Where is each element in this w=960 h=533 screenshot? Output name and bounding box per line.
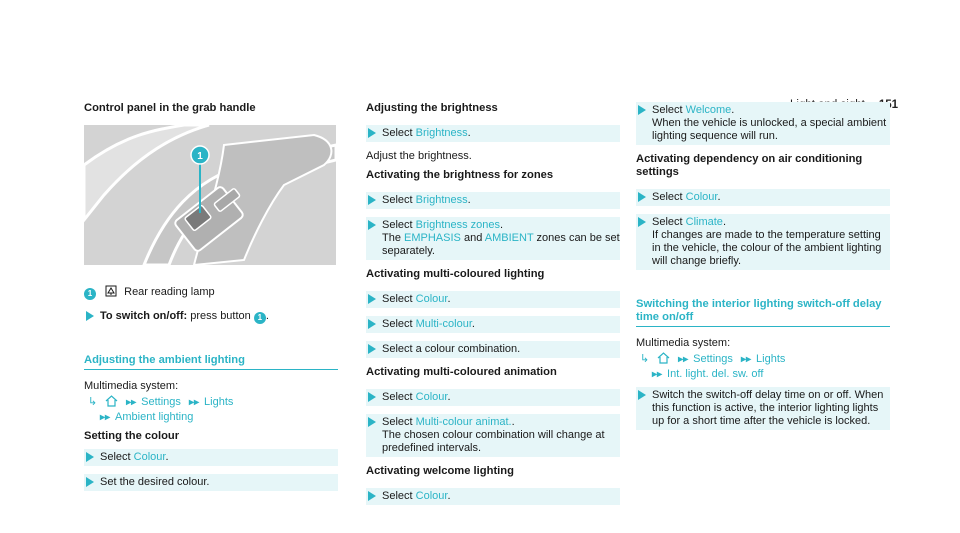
home-icon xyxy=(657,352,670,364)
zones-heading: Activating the brightness for zones xyxy=(366,169,554,181)
step-select-brightness-2: Select Brightness. xyxy=(366,192,620,209)
animation-heading: Activating multi-coloured animation xyxy=(366,366,557,378)
step-select-brightness: Select Brightness. xyxy=(366,125,620,142)
step-set-colour: Set the desired colour. xyxy=(84,474,338,491)
brightness-heading: Adjusting the brightness xyxy=(366,102,498,114)
path-arrow-icon: ▸▸ xyxy=(652,369,663,380)
step-select-climate: Select Climate. If changes are made to t… xyxy=(636,214,890,270)
step-select-welcome: Select Welcome. When the vehicle is unlo… xyxy=(636,102,890,145)
ac-dependency-heading: Activating dependency on air conditionin… xyxy=(636,153,863,178)
column-3: Select Welcome. When the vehicle is unlo… xyxy=(636,96,890,438)
menu-path-delay: Multimedia system: ↳ ▸▸Settings ▸▸Lights… xyxy=(636,337,786,380)
column-2: Adjusting the brightness Select Brightne… xyxy=(366,96,620,513)
ambient-lighting-heading: Adjusting the ambient lighting xyxy=(84,354,338,370)
step-select-brightness-zones: Select Brightness zones. The EMPHASIS an… xyxy=(366,217,620,260)
step-arrow-icon xyxy=(86,311,94,321)
hook-arrow-icon: ↳ xyxy=(88,396,98,408)
illustration-badge: 1 xyxy=(197,151,203,162)
step-select-colour: Select Colour. xyxy=(366,291,620,308)
step-select-multi-colour: Select Multi-colour. xyxy=(366,316,620,333)
path-arrow-icon: ▸▸ xyxy=(126,397,137,408)
step-switch-delay: Switch the switch-off delay time on or o… xyxy=(636,387,890,430)
step-switch-on-off: To switch on/off: press button 1. xyxy=(84,308,338,326)
multi-coloured-heading: Activating multi-coloured lighting xyxy=(366,268,545,280)
column-1: Control panel in the grab handle 1 1 Rea… xyxy=(84,96,338,499)
control-panel-heading: Control panel in the grab handle xyxy=(84,102,256,114)
step-select-animation: Select Multi-colour animat.. The chosen … xyxy=(366,414,620,457)
step-select-colour: Select Colour. xyxy=(636,189,890,206)
welcome-heading: Activating welcome lighting xyxy=(366,465,514,477)
path-arrow-icon: ▸▸ xyxy=(740,354,752,365)
badge-1-inline: 1 xyxy=(253,312,266,324)
hook-arrow-icon: ↳ xyxy=(640,353,650,365)
grab-handle-illustration: 1 xyxy=(84,125,336,265)
reading-lamp-icon xyxy=(105,285,117,297)
badge-1: 1 xyxy=(84,288,96,300)
delay-heading: Switching the interior lighting switch-o… xyxy=(636,298,890,327)
path-arrow-icon: ▸▸ xyxy=(678,354,689,365)
menu-path-ambient: Multimedia system: ↳ ▸▸Settings ▸▸Lights… xyxy=(84,380,234,423)
switch-label: To switch on/off: xyxy=(100,310,188,322)
setting-colour-heading: Setting the colour xyxy=(84,430,180,442)
legend-label: Rear reading lamp xyxy=(124,286,215,298)
home-icon xyxy=(105,395,118,407)
step-select-colour-2: Select Colour. xyxy=(366,389,620,406)
path-arrow-icon: ▸▸ xyxy=(188,397,200,408)
step-select-colour: Select Colour. xyxy=(84,449,338,466)
step-select-combination: Select a colour combination. xyxy=(366,341,620,358)
path-arrow-icon: ▸▸ xyxy=(100,412,111,423)
step-select-colour-3: Select Colour. xyxy=(366,488,620,505)
legend-rear-reading-lamp: 1 Rear reading lamp xyxy=(84,285,338,300)
